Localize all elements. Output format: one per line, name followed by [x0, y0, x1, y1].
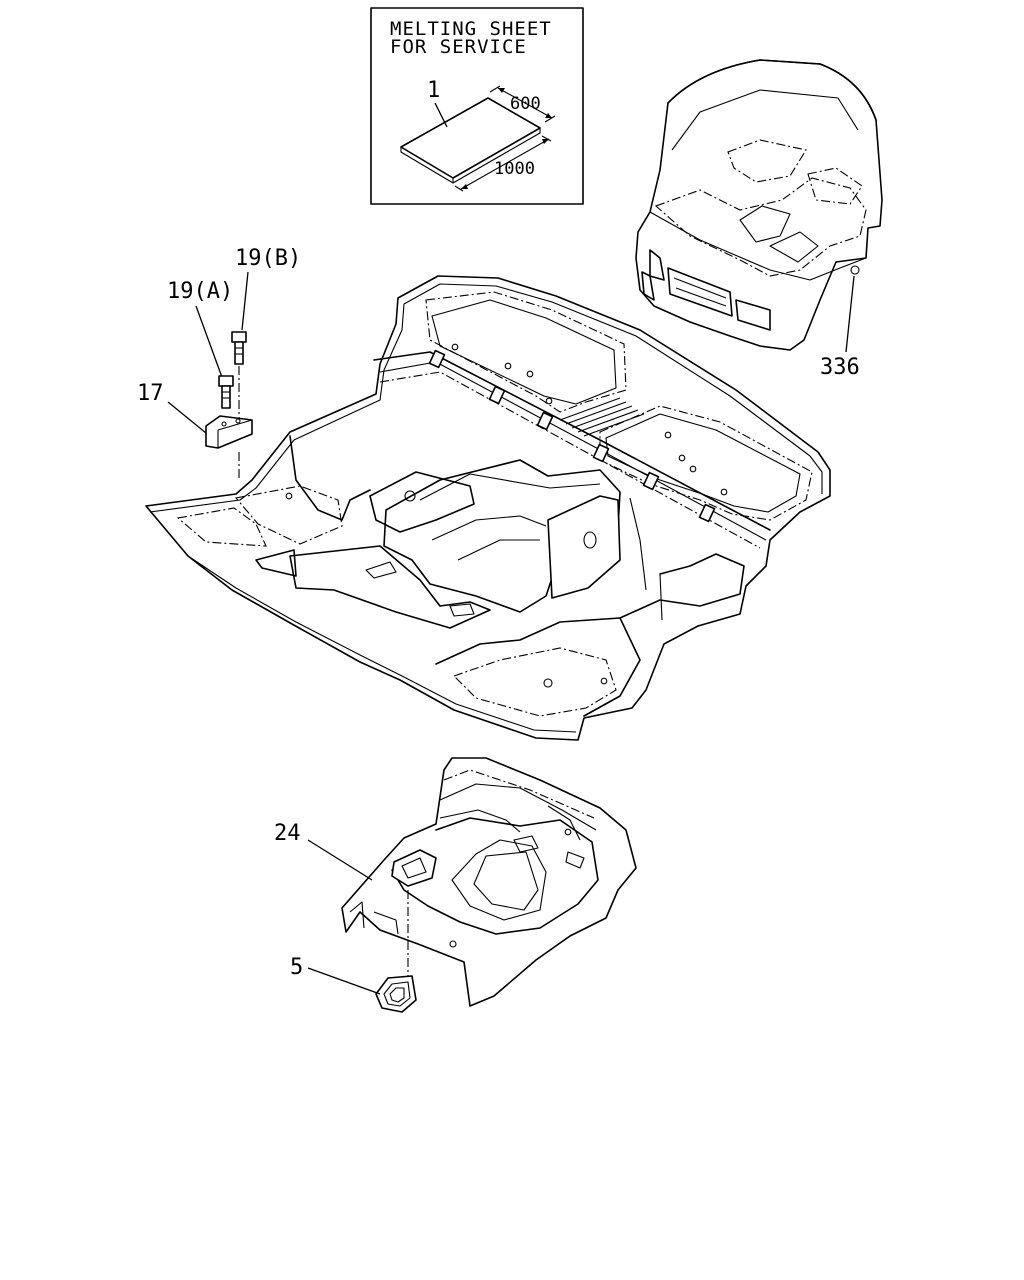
callout-19b: 19(B) [235, 246, 301, 271]
callout-5: 5 [290, 955, 303, 980]
mounting-hardware: 19(B) 19(A) 17 [137, 246, 301, 480]
dimension-600: 600 [510, 94, 541, 114]
floor-panel [145, 275, 831, 741]
rear-panel-24: 24 [274, 757, 637, 1007]
callout-17: 17 [137, 381, 164, 406]
callout-19a: 19(A) [167, 279, 233, 304]
callout-24: 24 [274, 821, 301, 846]
inset-frame [370, 7, 584, 205]
callout-1: 1 [427, 78, 440, 103]
melting-sheet-inset: MELTING SHEET FOR SERVICE 1 600 1000 [370, 7, 584, 205]
callout-336: 336 [820, 355, 860, 380]
inset-title-line1: MELTING SHEET [390, 18, 552, 40]
inset-title-line2: FOR SERVICE [390, 36, 527, 58]
bracket-17 [205, 415, 253, 449]
bolt-19a [218, 375, 234, 409]
bolt-19b [231, 331, 247, 365]
cab-assembly: 336 [635, 59, 883, 380]
dimension-1000: 1000 [494, 159, 535, 179]
grommet-5: 5 [290, 955, 417, 1013]
